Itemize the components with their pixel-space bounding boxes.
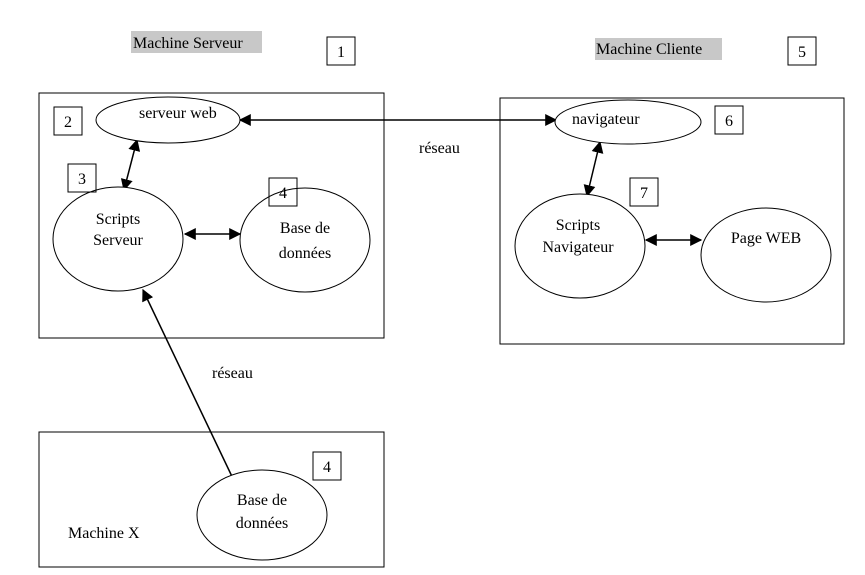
badge-4-machine-x-box <box>312 451 342 481</box>
badge-2-box <box>53 106 83 136</box>
badge-1: 1 <box>337 44 345 61</box>
web-server-node <box>95 96 241 144</box>
badge-6: 6 <box>725 113 733 130</box>
badge-3: 3 <box>78 171 86 188</box>
badge-2: 2 <box>64 114 72 131</box>
browser-scripts-node <box>514 193 646 299</box>
badge-1-box <box>326 36 356 66</box>
scripts-dbx-link <box>142 288 238 489</box>
network-label-bottom: réseau <box>212 365 253 382</box>
web-page-node <box>700 207 832 303</box>
badge-7: 7 <box>640 185 648 202</box>
badge-6-box <box>714 105 744 135</box>
server-scripts-node <box>52 186 184 292</box>
badge-5-box <box>787 36 817 66</box>
web-server-label: serveur web <box>139 105 217 122</box>
badge-4-box <box>268 177 298 207</box>
badge-4-machine-x: 4 <box>323 459 331 476</box>
browser-label: navigateur <box>572 111 640 128</box>
server-header-highlight <box>131 31 262 53</box>
web-scripts-link <box>120 138 141 192</box>
machine-x-label: Machine X <box>68 525 140 542</box>
server-database-node <box>239 187 371 293</box>
badge-5: 5 <box>798 44 806 61</box>
server-database-label-2: données <box>279 245 331 262</box>
browser-scripts-label-1: Scripts <box>556 217 600 234</box>
server-machine-header: Machine Serveur <box>133 35 243 52</box>
client-machine-header: Machine Cliente <box>596 41 702 58</box>
network-label-top: réseau <box>419 140 460 157</box>
machine-x-database-node <box>196 469 328 561</box>
browser-scripts-label-2: Navigateur <box>542 239 614 256</box>
server-database-label-1: Base de <box>280 220 330 237</box>
machine-x-database-label-2: données <box>236 515 288 532</box>
machine-x-database-label-1: Base de <box>237 492 287 509</box>
browser-scripts-link <box>583 140 604 198</box>
browser-node <box>554 99 702 145</box>
web-page-label: Page WEB <box>731 230 801 247</box>
client-header-highlight <box>595 38 722 60</box>
client-machine-container <box>499 97 845 345</box>
server-scripts-label-2: Serveur <box>93 232 143 249</box>
badge-4: 4 <box>279 185 287 202</box>
server-scripts-label-1: Scripts <box>96 211 140 228</box>
badge-3-box <box>67 163 97 193</box>
badge-7-box <box>629 177 659 207</box>
